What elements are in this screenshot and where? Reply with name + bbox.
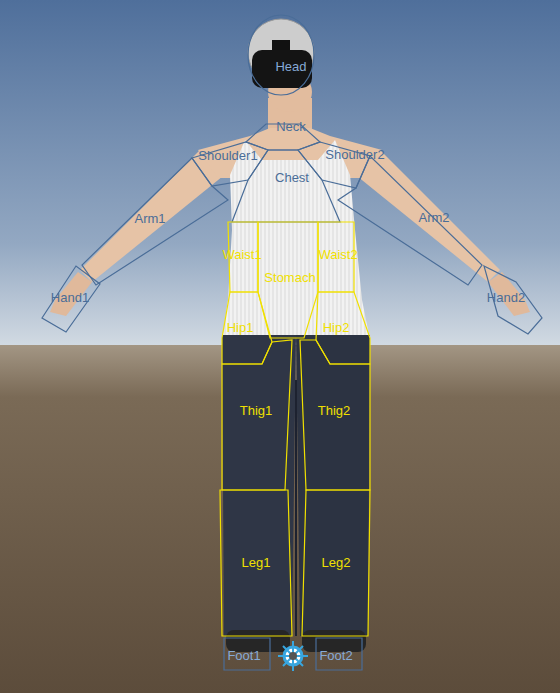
region-outline-shape — [232, 150, 340, 222]
region-label: Hand1 — [51, 291, 89, 305]
region-label: Foot1 — [227, 649, 260, 663]
region-label: Leg1 — [242, 556, 271, 570]
vr-visor — [252, 50, 312, 88]
region-outline-shape — [222, 292, 272, 364]
region-label: Hip2 — [323, 321, 350, 335]
region-outline-shape — [222, 340, 292, 490]
region-outline-shape — [302, 490, 370, 636]
region-outline-shape — [220, 490, 292, 636]
region-label: Head — [275, 60, 306, 74]
body-region: Leg2 — [302, 490, 370, 636]
body-region: Foot2 — [316, 638, 362, 670]
body-region: Arm1 — [82, 158, 228, 285]
sky — [0, 0, 560, 348]
region-label: Waist1 — [222, 248, 261, 262]
region-outline-shape — [82, 158, 228, 285]
region-outline — [232, 150, 340, 222]
body-region: Hand1 — [42, 266, 100, 332]
left-hand — [50, 272, 92, 316]
region-label: Arm1 — [134, 212, 165, 226]
body-region: Hand2 — [484, 266, 542, 334]
region-outline — [338, 156, 482, 285]
body-region: Foot1 — [224, 638, 270, 670]
region-outline-shape — [338, 156, 482, 285]
right-arm — [352, 150, 500, 282]
right-jeans-leg — [296, 335, 370, 636]
pivot-gizmo-rays — [278, 641, 308, 671]
region-label: Neck — [276, 120, 306, 134]
region-label: Stomach — [264, 271, 315, 285]
body-region: Stomach — [258, 222, 318, 338]
left-jeans-leg — [222, 335, 296, 636]
region-label: Hand2 — [487, 291, 525, 305]
region-outline-shape — [258, 222, 318, 338]
body-region: Waist1 — [228, 222, 258, 292]
region-label: Leg2 — [322, 556, 351, 570]
region-label: Arm2 — [418, 211, 449, 225]
body-region: Waist2 — [318, 222, 354, 292]
region-label: Waist2 — [318, 248, 357, 262]
region-label: Thig2 — [318, 404, 351, 418]
region-label: Thig1 — [240, 404, 273, 418]
body-region: Thig1 — [222, 340, 292, 490]
body-region: Arm2 — [338, 156, 482, 285]
region-label: Shoulder2 — [325, 148, 384, 162]
region-outline-shape — [42, 266, 100, 332]
region-outline-shape — [484, 266, 542, 334]
region-label: Foot2 — [319, 649, 352, 663]
body-region: Leg1 — [220, 490, 292, 636]
region-label: Hip1 — [227, 321, 254, 335]
tank-top — [222, 140, 370, 340]
region-outline — [248, 15, 314, 95]
region-outline-shape — [316, 638, 362, 670]
region-label: Chest — [275, 171, 309, 185]
region-outline-shape — [224, 638, 270, 670]
region-outline-shape — [192, 142, 268, 186]
pivot-gizmo-center — [289, 652, 297, 660]
body-region: Shoulder1 — [192, 142, 268, 186]
body-region: Head — [248, 15, 314, 95]
body-region: Hip1 — [222, 292, 272, 364]
body-region: Chest — [232, 150, 340, 222]
body-region: Thig2 — [300, 340, 370, 490]
helmet-camera — [272, 40, 290, 50]
left-arm — [80, 150, 228, 282]
region-label: Shoulder1 — [198, 149, 257, 163]
leg-gap — [295, 380, 297, 636]
region-outline-shape — [248, 15, 314, 95]
region-outline-shape — [300, 340, 370, 490]
